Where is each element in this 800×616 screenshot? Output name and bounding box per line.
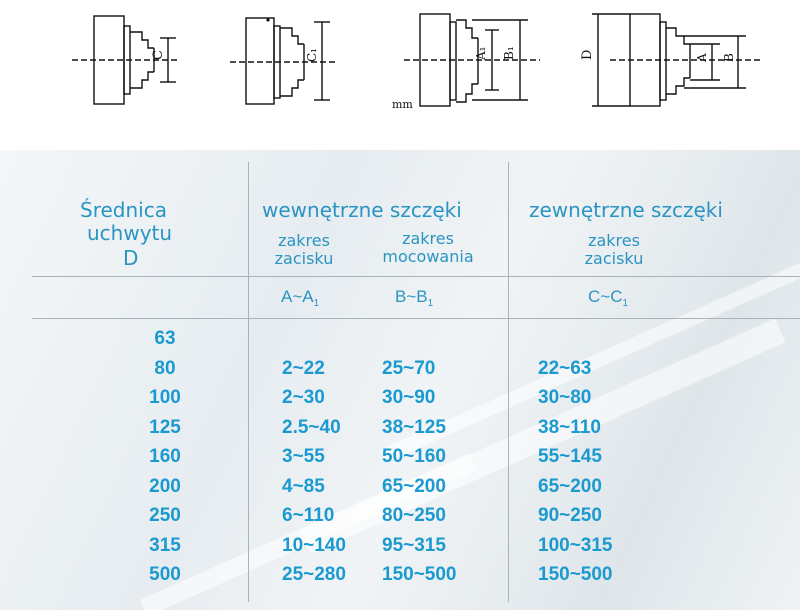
- cell-diameter: 63: [154, 328, 176, 349]
- cell-diameter: 100: [149, 387, 181, 408]
- label-d: D: [580, 50, 595, 60]
- cell-diameter: 80: [154, 357, 176, 379]
- label-c1: C₁: [305, 48, 319, 62]
- cell-outer-clamp: 150~500: [538, 564, 613, 585]
- column-divider: [248, 162, 249, 602]
- label-b1: B₁: [502, 46, 516, 60]
- cell-inner-mount: 38~125: [382, 416, 446, 438]
- cell-inner-clamp: 6~110: [282, 505, 335, 526]
- chuck-diagram-c1: [230, 17, 335, 105]
- cell-inner-clamp: 2.5~40: [282, 416, 341, 438]
- cell-outer-clamp: 100~315: [538, 534, 613, 556]
- cell-diameter: 125: [149, 416, 181, 438]
- header-d: D: [123, 246, 139, 270]
- unit-c: C~C1: [588, 287, 629, 309]
- cell-diameter: 200: [149, 475, 181, 497]
- cell-outer-clamp: 22~63: [538, 357, 592, 379]
- cell-outer-clamp: 30~80: [538, 387, 592, 408]
- subheader-outer-clamp: zakres zacisku: [584, 231, 644, 268]
- cell-inner-mount: 50~160: [382, 446, 446, 467]
- cell-inner-clamp: 2~30: [282, 387, 325, 408]
- row-divider: [32, 276, 800, 277]
- cell-outer-clamp: 65~200: [538, 475, 602, 497]
- cell-diameter: 500: [149, 564, 181, 585]
- cell-inner-mount: 150~500: [382, 564, 457, 585]
- row-divider: [32, 318, 800, 319]
- cell-diameter: 250: [149, 505, 181, 526]
- cell-inner-mount: 95~315: [382, 534, 446, 556]
- subheader-inner-mount: zakres mocowania: [382, 229, 474, 266]
- label-b: B: [722, 53, 736, 62]
- specification-table: Średnica uchwytu D wewnętrzne szczęki ze…: [0, 150, 800, 616]
- header-chuck: uchwytu: [87, 221, 173, 245]
- cell-inner-clamp: 25~280: [282, 564, 346, 585]
- label-a1: A₁: [474, 47, 488, 61]
- header-inner-jaws: wewnętrzne szczęki: [262, 198, 462, 222]
- cell-inner-mount: 80~250: [382, 505, 446, 526]
- cell-diameter: 160: [149, 446, 181, 467]
- cell-inner-mount: 65~200: [382, 475, 446, 497]
- header-outer-jaws: zewnętrzne szczęki: [529, 198, 723, 222]
- cell-inner-mount: 25~70: [382, 357, 436, 379]
- cell-diameter: 315: [149, 534, 181, 556]
- subheader-inner-clamp: zakres zacisku: [274, 231, 334, 268]
- cell-outer-clamp: 38~110: [538, 416, 601, 438]
- chuck-diagram-c: [72, 15, 180, 105]
- cell-outer-clamp: 55~145: [538, 446, 602, 467]
- cell-inner-clamp: 4~85: [282, 475, 325, 497]
- unit-b: B~B1: [395, 287, 434, 309]
- cell-outer-clamp: 90~250: [538, 505, 602, 526]
- label-mm: mm: [392, 98, 413, 111]
- cell-inner-clamp: 2~22: [282, 357, 325, 379]
- chuck-diagrams: C C₁ A₁ B₁ D A B mm: [72, 13, 760, 111]
- label-a: A: [695, 53, 709, 63]
- cell-inner-clamp: 10~140: [282, 534, 346, 556]
- column-divider: [508, 162, 509, 602]
- cell-inner-clamp: 3~55: [282, 446, 325, 467]
- header-diameter: Średnica: [80, 198, 167, 222]
- label-c: C: [151, 50, 166, 60]
- chuck-diagram-a1-b1: [404, 13, 540, 107]
- chuck-diagram-d-a-b: [592, 13, 760, 107]
- unit-a: A~A1: [281, 287, 320, 309]
- cell-inner-mount: 30~90: [382, 387, 436, 408]
